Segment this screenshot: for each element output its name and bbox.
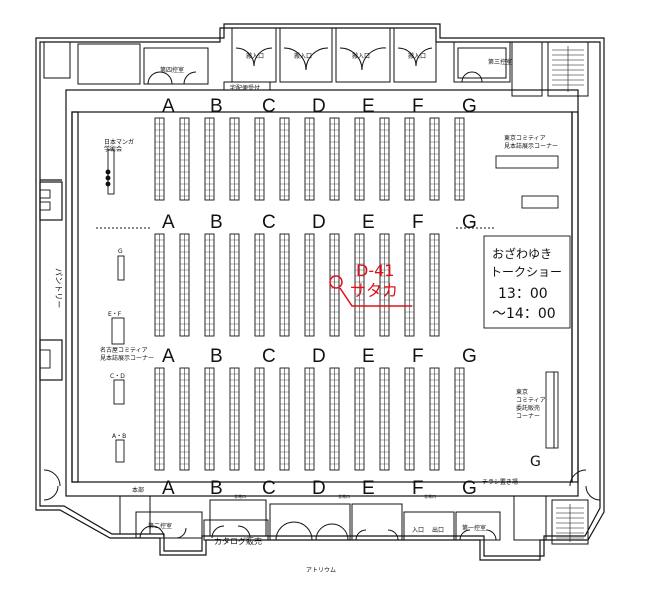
bottom-structures <box>43 469 601 545</box>
row-letter-b: B <box>210 346 223 367</box>
room-2-label: 第二控室 <box>148 522 172 530</box>
entry-label: 入口 <box>412 527 424 534</box>
entrance-label-1: 搬入口 <box>246 52 264 60</box>
row-letter-a: A <box>162 212 175 233</box>
talk-line-2: トークショー <box>490 265 562 279</box>
row-letter-a: A <box>162 96 175 117</box>
tokyo-mid-label-2: コミティア <box>516 397 546 404</box>
row-letter-g: G <box>462 212 477 233</box>
side-booths <box>39 149 571 463</box>
tokyo-mid-label-4: コーナー <box>516 413 540 420</box>
talk-line-4: ～14：00 <box>492 306 556 322</box>
room-4-label: 第四控室 <box>160 66 184 74</box>
exit-label: 出口 <box>432 526 444 534</box>
catalog-label: カタログ販売 <box>214 536 262 546</box>
top-structures <box>43 27 589 97</box>
room-3-label: 第三控室 <box>488 58 512 66</box>
row-letter-a: A <box>162 346 175 367</box>
emergency-exit-label-1: 非常口 <box>234 493 246 499</box>
row-letter-f: F <box>412 212 424 233</box>
row-letter-c: C <box>262 478 276 499</box>
row-letter-e: E <box>362 478 375 499</box>
row-letter-labels: A B C D E F G A B C D E F G A B C D E F G A B C D E F G <box>162 96 477 499</box>
tokyo-mid-label-3: 委託販売 <box>516 404 540 412</box>
row-letter-c: C <box>262 96 276 117</box>
entrance-label-3: 搬入口 <box>352 52 370 60</box>
row-letter-b: B <box>210 96 223 117</box>
annotation-circle-name: サタカ <box>350 281 398 300</box>
flyer-label: チラシ置き場 <box>482 478 518 486</box>
row-letter-f: F <box>412 346 424 367</box>
honbu-label: 本部 <box>132 486 144 494</box>
row-letter-b: B <box>210 212 223 233</box>
row-letter-f: F <box>412 478 424 499</box>
entrance-label-2: 搬入口 <box>294 52 312 60</box>
row-letter-c: C <box>262 212 276 233</box>
nagoya-label-1: 名古屋コミティア <box>100 346 148 354</box>
row-letter-a: A <box>162 478 175 499</box>
annotation-booth-id: D-41 <box>356 261 394 280</box>
row-letter-e: E <box>362 212 375 233</box>
booth-annotation: D-41 サタカ <box>329 261 412 307</box>
room-1-label: 第一控室 <box>462 524 486 532</box>
entrance-label-4: 搬入口 <box>408 52 426 60</box>
row-letter-d: D <box>312 478 326 499</box>
emergency-exit-label-2: 非常口 <box>338 493 350 499</box>
row-letter-d: D <box>312 96 326 117</box>
manga-label-1: 日本マンガ <box>104 138 134 146</box>
pantry-label: パントリー <box>54 268 63 308</box>
row-letter-e: E <box>362 346 375 367</box>
takuhai-label: 宅配便受付 <box>230 84 260 92</box>
talk-line-3: 13：00 <box>498 286 548 302</box>
row-letter-e: E <box>362 96 375 117</box>
row-letter-f: F <box>412 96 424 117</box>
booth-grid <box>154 117 465 471</box>
row-letter-d: D <box>312 346 326 367</box>
left-ef-label: E・F <box>108 311 122 318</box>
atrium-label: アトリウム <box>306 566 336 574</box>
annotation-pointer <box>339 287 412 307</box>
row-letter-g: G <box>462 346 477 367</box>
left-ab-label: A・B <box>112 433 126 440</box>
tokyo-mid-label-1: 東京 <box>516 388 528 396</box>
row-letter-b: B <box>210 478 223 499</box>
tokyo-top-label-1: 東京コミティア <box>504 134 546 142</box>
row-letter-c: C <box>262 346 276 367</box>
left-g-label: G <box>118 248 123 255</box>
talk-line-1: おざわゆき <box>492 246 552 261</box>
tokyo-top-label-2: 見本誌展示コーナー <box>504 142 558 150</box>
nagoya-label-2: 見本誌展示コーナー <box>100 354 154 362</box>
left-cd-label: C・D <box>110 373 125 380</box>
row-letter-d: D <box>312 212 326 233</box>
annotation-circle <box>329 275 343 289</box>
row-letter-g: G <box>462 478 477 499</box>
row-letter-g: G <box>462 96 477 117</box>
emergency-exit-label-3: 非常口 <box>424 493 436 499</box>
manga-label-2: 学術会 <box>104 145 122 153</box>
right-g-label: G <box>530 454 541 470</box>
